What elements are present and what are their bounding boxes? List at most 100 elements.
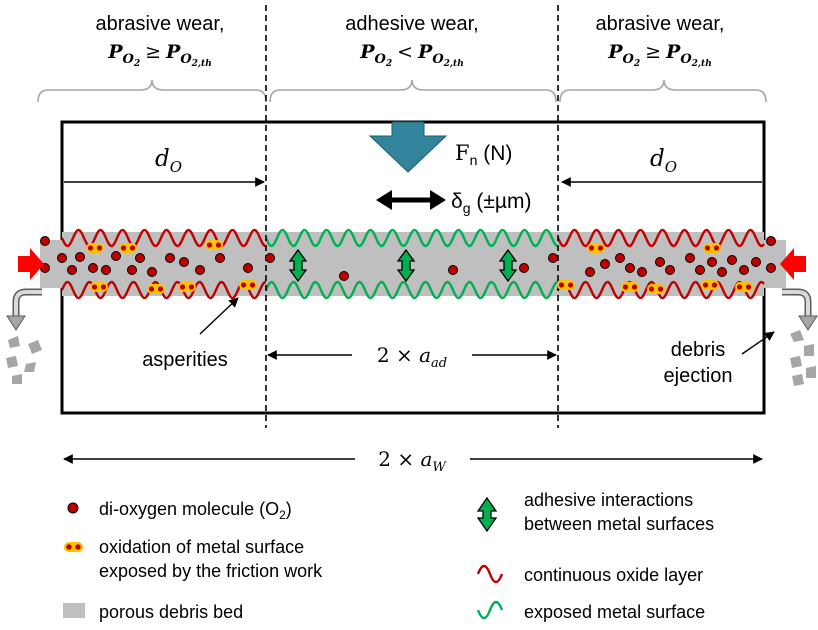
legend-oxide-icon [476, 564, 504, 584]
oxidation-site [735, 282, 753, 292]
aad-label: 2 × aad [377, 343, 447, 371]
oxide-layer-bottom-right [556, 280, 765, 300]
legend-item-oxidation: oxidation of metal surface exposed by th… [64, 537, 323, 581]
brace-center [269, 79, 557, 103]
svg-text:PO2≥PO2,th: PO2≥PO2,th [607, 41, 712, 69]
legend-item-dioxygen: di-oxygen molecule (O2) [67, 499, 292, 522]
legend-item-metal-surface: exposed metal surface [476, 600, 705, 622]
brace-right [559, 79, 767, 103]
o2-molecule [519, 263, 529, 273]
o2-molecule [727, 255, 737, 265]
molecules [40, 236, 776, 281]
svg-text:PO2<PO2,th: PO2<PO2,th [359, 41, 464, 69]
legend-item-oxide-layer: continuous oxide layer [476, 564, 703, 585]
debris-bed-ext-right [764, 240, 786, 288]
o2-molecule [615, 253, 625, 263]
o2-molecule [135, 253, 145, 263]
ejection-arrow-right [782, 288, 818, 331]
metal-surface-top [264, 228, 558, 248]
asperities-label: asperities [142, 349, 228, 371]
oxidation-sites [86, 240, 753, 294]
debris-particle [792, 374, 804, 386]
o2-molecule [147, 267, 157, 277]
oxidation-site [557, 280, 575, 290]
o2-molecule [766, 263, 776, 273]
o2-molecule [111, 251, 121, 261]
ejection-arrow-left [6, 288, 42, 331]
oxidation-site [147, 284, 165, 294]
asperities-pointer [199, 297, 239, 335]
svg-text:exposed metal surface: exposed metal surface [524, 602, 705, 622]
debris-particle [6, 356, 18, 368]
oxidation-site [701, 280, 719, 290]
oxide-layer-top-right [556, 228, 765, 248]
oxidation-site [90, 282, 108, 292]
o2-molecule [215, 253, 225, 263]
oxidation-site [703, 243, 721, 253]
force-arrow [368, 121, 448, 173]
region-title-right-line1: abrasive wear, [596, 13, 725, 35]
adhesive-interaction-arrow [288, 248, 308, 283]
debris-ejection-label-line2: ejection [664, 365, 733, 387]
debris-particle [790, 356, 802, 368]
o2-molecule [179, 257, 189, 267]
o2-molecule [585, 267, 595, 277]
svg-text:oxidation of metal surface: oxidation of metal surface [99, 537, 304, 557]
displacement-arrow [376, 190, 446, 210]
legend-item-adhesive: adhesive interactions between metal surf… [476, 490, 714, 534]
dO-right-label: dO [650, 146, 677, 176]
oxidation-site [621, 282, 639, 292]
adhesive-interaction-arrow [498, 248, 518, 283]
surface-waves [60, 228, 765, 300]
force-label: Fn (N) [455, 141, 512, 168]
adhesive-arrows [288, 248, 518, 283]
debris-ejection-pointer [741, 331, 775, 355]
oxide-layer-top-left [60, 228, 266, 248]
o2-molecule [448, 265, 458, 275]
debris-particle [806, 366, 816, 378]
region-title-left-line1: abrasive wear, [96, 13, 225, 35]
region-title-right: abrasive wear, PO2≥PO2,th [596, 13, 725, 69]
o2-molecule [717, 267, 727, 277]
svg-text:between metal surfaces: between metal surfaces [524, 514, 714, 534]
o2-inlet-arrow-right [780, 248, 806, 280]
svg-text:adhesive interactions: adhesive interactions [524, 490, 693, 510]
legend: di-oxygen molecule (O2) oxidation of met… [63, 490, 714, 622]
o2-molecule [57, 253, 67, 263]
o2-molecule [600, 259, 610, 269]
svg-text:porous debris bed: porous debris bed [99, 602, 243, 622]
o2-molecule [339, 271, 349, 281]
oxidation-site [647, 284, 665, 294]
debris-bed-ext-left [40, 240, 62, 288]
oxidation-site [239, 280, 257, 290]
metal-surface-bottom [264, 280, 558, 300]
o2-molecule [685, 253, 695, 263]
o2-molecule [67, 265, 77, 275]
o2-molecule [88, 263, 98, 273]
region-braces [37, 79, 767, 103]
svg-text:PO2≥PO2,th: PO2≥PO2,th [107, 41, 212, 69]
dO-left-label: dO [155, 146, 182, 176]
svg-text:continuous oxide layer: continuous oxide layer [524, 565, 703, 585]
oxidation-site [205, 240, 223, 250]
debris-particle [804, 344, 814, 356]
o2-molecule [625, 263, 635, 273]
legend-item-debris-bed: porous debris bed [63, 602, 243, 622]
displacement-label: δg (±µm) [451, 190, 531, 216]
adhesive-interaction-arrow [396, 248, 416, 283]
oxidation-site [86, 243, 104, 253]
svg-text:di-oxygen molecule (O2): di-oxygen molecule (O2) [99, 499, 292, 522]
o2-molecule [75, 252, 85, 262]
region-title-center: adhesive wear, PO2<PO2,th [345, 13, 478, 69]
o2-molecule [707, 257, 717, 267]
o2-molecule [243, 263, 253, 273]
aw-label: 2 × aW [378, 447, 447, 475]
debris-particle [790, 330, 804, 342]
legend-debris-icon [63, 603, 85, 618]
debris-particle [28, 340, 42, 354]
region-dividers [265, 5, 559, 428]
o2-molecule [751, 257, 761, 267]
o2-molecule [695, 265, 705, 275]
o2-molecule [637, 267, 647, 277]
